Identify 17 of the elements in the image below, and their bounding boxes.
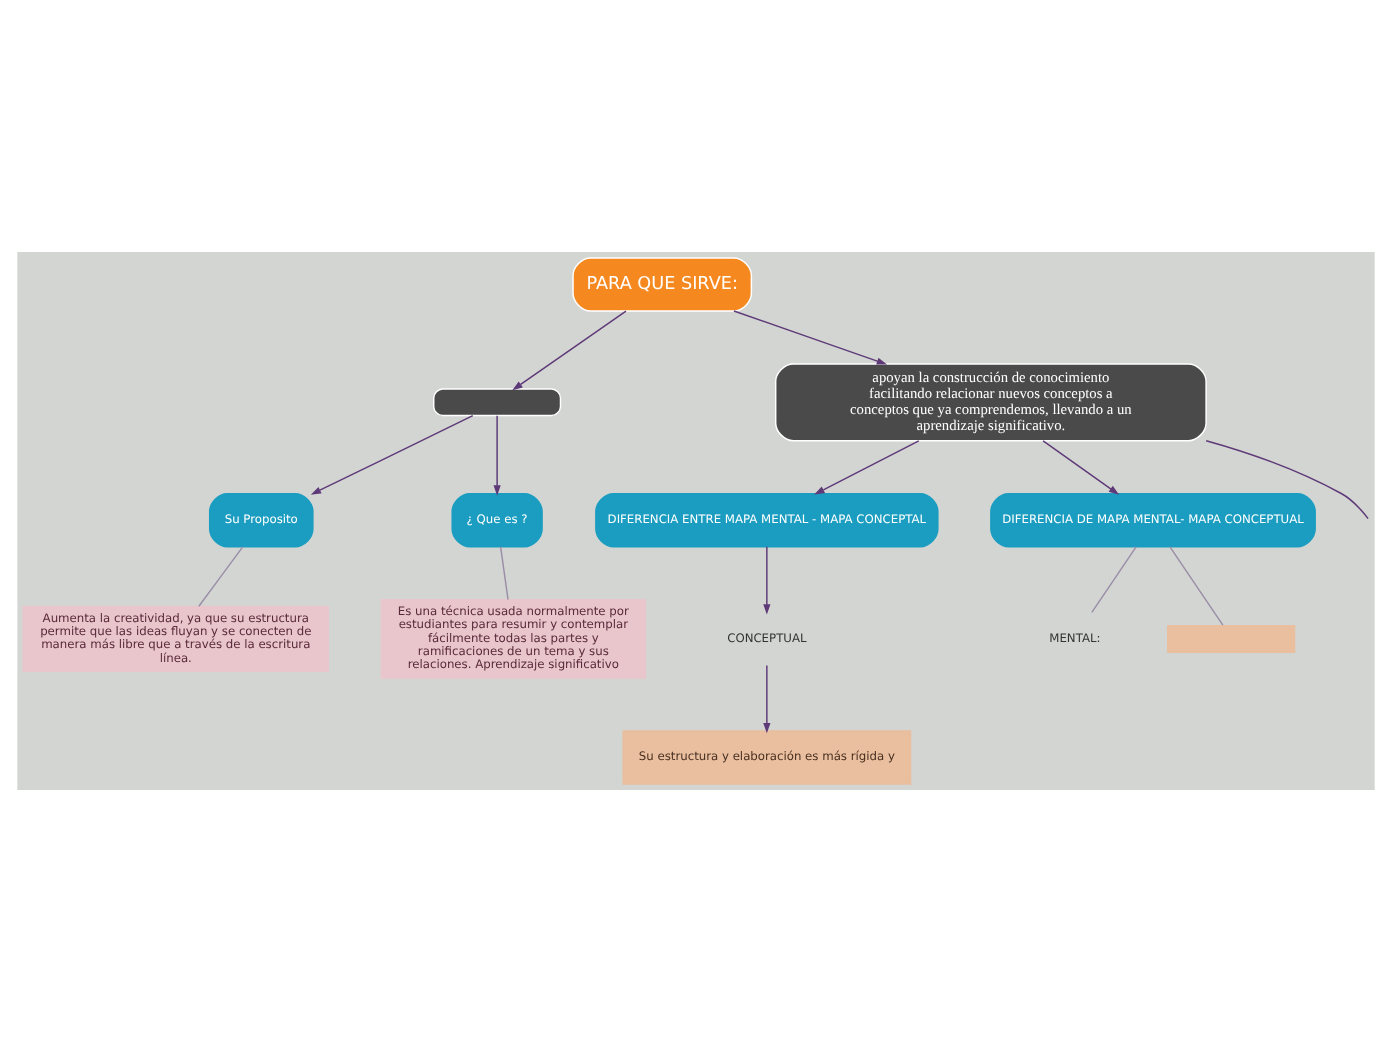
node-box bbox=[1167, 623, 1296, 652]
connector bbox=[1091, 545, 1137, 613]
arrow bbox=[512, 309, 627, 390]
arrow bbox=[493, 413, 501, 495]
arrow bbox=[733, 309, 888, 364]
node-box: PARA QUE SIRVE: bbox=[572, 256, 753, 311]
arrow bbox=[310, 413, 474, 494]
arrow bbox=[814, 439, 920, 494]
node-box: apoyan la construcción de conocimiento facilitando relacionar nuevos conceptos a conceptos que ya comprendemos, llevando a un aprendizaje significativo. bbox=[774, 362, 1207, 441]
connector bbox=[1205, 438, 1369, 519]
node-box bbox=[433, 387, 562, 416]
arrow bbox=[763, 545, 771, 614]
connector bbox=[1169, 545, 1224, 625]
connector bbox=[499, 545, 509, 600]
arrow bbox=[763, 663, 771, 733]
connector bbox=[198, 545, 244, 606]
arrow bbox=[1042, 439, 1120, 494]
